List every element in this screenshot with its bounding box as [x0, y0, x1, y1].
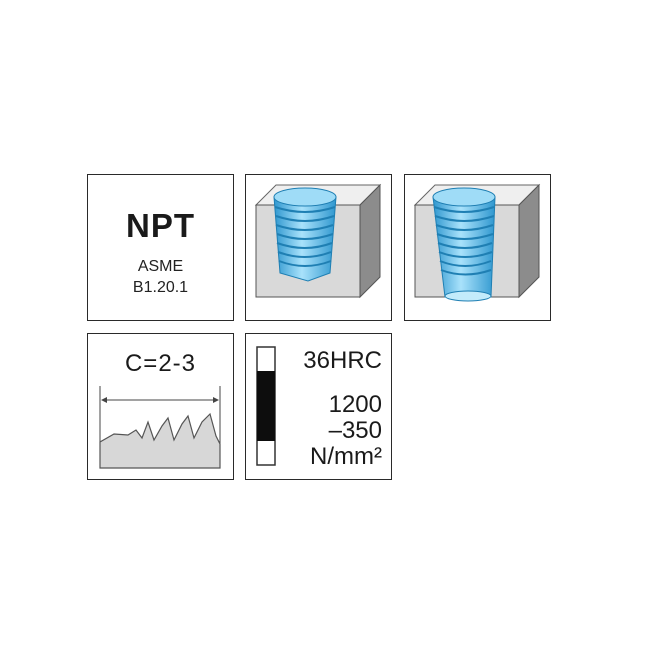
hardness-tile: 36HRC 1200 –350 N/mm²: [245, 333, 392, 480]
thread-standard-line2: B1.20.1: [132, 279, 189, 296]
hardness-range-bar: [257, 371, 275, 441]
thread-standard-title: NPT: [126, 207, 195, 244]
blind-hole-thread: [273, 187, 337, 282]
thread-standard-line1: ASME: [137, 258, 184, 275]
chamfer-tile: C=2-3: [87, 333, 234, 480]
tensile-strength-max: 1200: [328, 391, 382, 418]
hardness-scale-icon: [256, 346, 276, 466]
hardness-hrc: 36HRC: [303, 347, 382, 374]
through-hole-tile: [404, 174, 551, 321]
tensile-strength-min: –350: [328, 417, 382, 444]
tensile-strength-unit: N/mm²: [310, 443, 382, 470]
through-hole-thread-icon: [413, 183, 541, 302]
thread-standard-tile: NPT ASME B1.20.1: [87, 174, 234, 321]
blind-hole-thread-icon: [254, 183, 382, 299]
blind-hole-tile: [245, 174, 392, 321]
chamfer-profile-icon: [99, 386, 221, 469]
chamfer-label: C=2-3: [124, 350, 197, 377]
